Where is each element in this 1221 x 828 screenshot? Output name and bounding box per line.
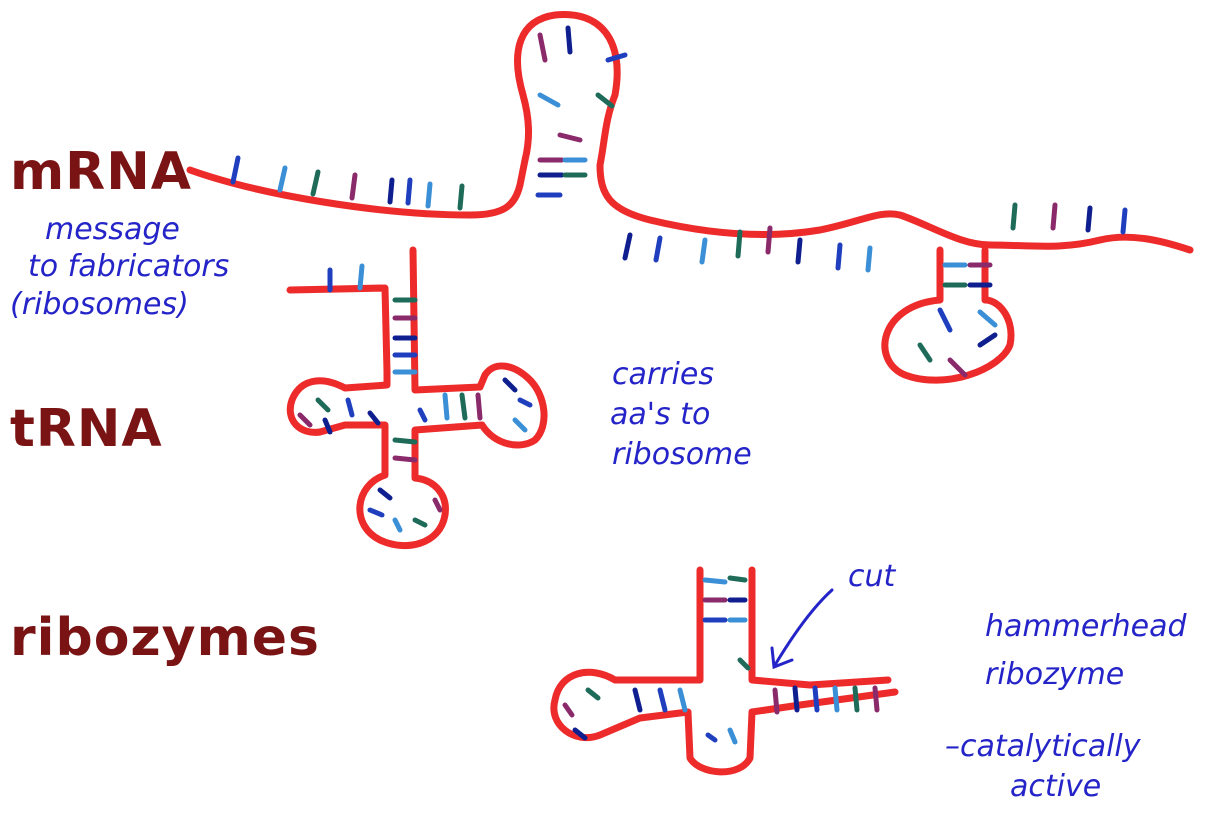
base-tick xyxy=(875,688,877,710)
base-tick xyxy=(395,458,415,460)
mrna-note-line-2: to fabricators xyxy=(28,252,229,282)
base-tick xyxy=(940,310,950,330)
base-tick xyxy=(460,186,462,208)
base-tick xyxy=(950,360,965,375)
base-tick xyxy=(1123,210,1125,232)
base-tick xyxy=(478,395,480,418)
base-tick xyxy=(462,395,465,418)
base-tick xyxy=(352,175,355,198)
hammerhead-note-line-4: active xyxy=(1010,772,1101,802)
base-tick xyxy=(815,688,817,710)
base-tick xyxy=(435,500,440,510)
base-tick xyxy=(680,690,685,710)
trna-note-line-2: aa's to xyxy=(610,400,710,430)
base-tick xyxy=(705,580,725,582)
base-tick xyxy=(395,520,400,530)
base-tick xyxy=(540,35,545,60)
base-tick xyxy=(568,28,570,52)
base-tick xyxy=(395,440,415,442)
base-tick xyxy=(360,266,362,288)
base-tick xyxy=(348,400,352,415)
base-tick xyxy=(420,410,425,420)
base-tick xyxy=(660,690,665,710)
base-tick xyxy=(920,345,930,360)
cut-arrow xyxy=(772,590,832,667)
base-tick xyxy=(565,705,572,715)
base-tick xyxy=(1088,208,1090,230)
base-tick xyxy=(408,180,410,203)
base-tick xyxy=(980,312,995,325)
base-tick xyxy=(708,735,715,740)
base-tick xyxy=(390,180,392,202)
base-tick xyxy=(505,380,515,390)
hammerhead-note-line-3: –catalytically xyxy=(945,732,1141,762)
ribozymes-label: ribozymes xyxy=(10,612,320,664)
base-tick xyxy=(428,184,430,206)
trna-note-line-1: carries xyxy=(612,360,714,390)
base-tick xyxy=(380,490,390,498)
base-tick xyxy=(738,232,740,256)
base-tick xyxy=(795,688,797,710)
base-tick xyxy=(980,335,995,345)
base-tick xyxy=(838,245,840,268)
base-tick xyxy=(300,415,310,425)
base-tick xyxy=(855,688,857,710)
base-tick xyxy=(730,730,735,742)
base-tick xyxy=(625,235,630,258)
mrna-note-line-3: (ribosomes) xyxy=(10,290,189,320)
base-tick xyxy=(415,520,425,525)
mrna-note-line-1: message xyxy=(45,215,180,245)
base-tick xyxy=(1053,205,1055,228)
base-tick xyxy=(515,420,525,430)
base-tick xyxy=(702,240,705,262)
base-tick xyxy=(775,690,777,712)
base-tick xyxy=(635,690,640,710)
base-tick xyxy=(233,158,238,182)
trna-strand xyxy=(290,250,544,546)
base-tick xyxy=(540,95,558,105)
base-tick xyxy=(798,240,800,262)
base-tick xyxy=(1013,205,1015,228)
base-tick xyxy=(608,55,625,60)
hammerhead-note-line-2: ribozyme xyxy=(985,660,1124,690)
base-tick xyxy=(313,172,318,194)
base-tick xyxy=(730,578,745,580)
mrna-strand xyxy=(190,14,1190,250)
hammerhead-note-line-1: hammerhead xyxy=(985,612,1187,642)
base-tick xyxy=(835,688,837,710)
trna-note-line-3: ribosome xyxy=(612,440,752,470)
base-tick xyxy=(318,400,328,410)
base-tick xyxy=(520,400,530,405)
base-tick xyxy=(740,660,748,668)
base-tick xyxy=(445,395,447,418)
trna-label: tRNA xyxy=(10,403,163,455)
base-tick xyxy=(280,168,285,190)
base-tick xyxy=(656,238,660,260)
base-tick xyxy=(768,228,770,252)
base-tick xyxy=(560,135,580,140)
cut-label: cut xyxy=(848,562,895,592)
mrna-label: mRNA xyxy=(10,146,192,198)
base-tick xyxy=(588,690,598,698)
base-tick xyxy=(370,510,382,515)
base-tick xyxy=(868,248,870,270)
